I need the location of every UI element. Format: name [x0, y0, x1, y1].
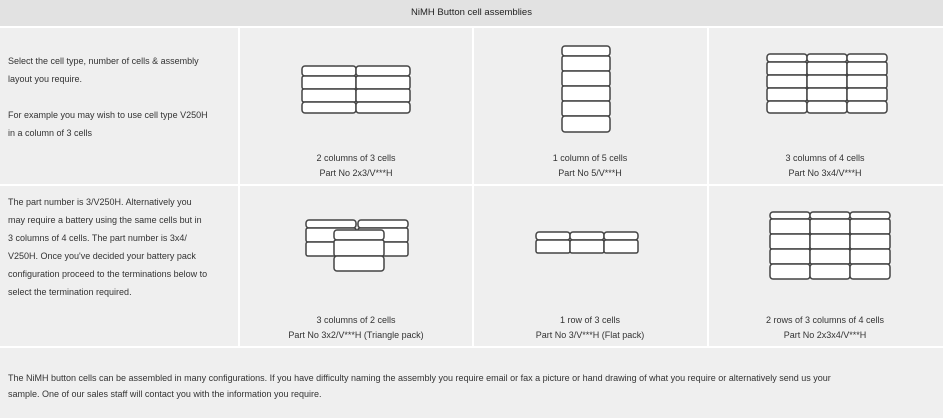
assembly-caption: 3 columns of 2 cells Part No 3x2/V***H (… — [241, 313, 471, 343]
footer-line: The NiMH button cells can be assembled i… — [8, 373, 831, 383]
intro-line: layout you require. — [8, 74, 83, 84]
detail-line: 3 columns of 4 cells. The part number is… — [8, 233, 187, 243]
footer-note: The NiMH button cells can be assembled i… — [8, 370, 933, 402]
detail-text: The part number is 3/V250H. Alternativel… — [8, 193, 236, 301]
battery-2x3-icon — [301, 65, 411, 114]
assembly-part-number: Part No 3/V***H (Flat pack) — [535, 330, 645, 340]
assembly-caption: 3 columns of 4 cells Part No 3x4/V***H — [710, 151, 940, 181]
assembly-caption: 2 columns of 3 cells Part No 2x3/V***H — [241, 151, 471, 181]
assembly-name: 2 columns of 3 cells — [316, 153, 396, 163]
assembly-part-number: Part No 3x4/V***H — [788, 168, 862, 178]
intro-text: Select the cell type, number of cells & … — [8, 52, 236, 142]
assembly-part-number: Part No 2x3/V***H — [319, 168, 393, 178]
detail-line: The part number is 3/V250H. Alternativel… — [8, 197, 192, 207]
assembly-name: 3 columns of 4 cells — [785, 153, 865, 163]
footer-line: sample. One of our sales staff will cont… — [8, 389, 322, 399]
assembly-part-number: Part No 3x2/V***H (Triangle pack) — [288, 330, 424, 340]
detail-line: select the termination required. — [8, 287, 132, 297]
assembly-part-number: Part No 2x3x4/V***H — [783, 330, 867, 340]
footer-cell — [0, 348, 943, 418]
assembly-part-number: Part No 5/V***H — [558, 168, 622, 178]
intro-line: in a column of 3 cells — [8, 128, 93, 138]
assembly-caption: 2 rows of 3 columns of 4 cells Part No 2… — [710, 313, 940, 343]
intro-line: Select the cell type, number of cells & … — [8, 56, 199, 66]
battery-2x3x4-icon — [769, 211, 891, 280]
battery-3x4-icon — [766, 53, 888, 114]
battery-flat-pack-icon — [535, 231, 639, 254]
intro-line: For example you may wish to use cell typ… — [8, 110, 208, 120]
assembly-name: 2 rows of 3 columns of 4 cells — [765, 315, 885, 325]
detail-line: may require a battery using the same cel… — [8, 215, 202, 225]
intro-cell — [0, 28, 238, 184]
detail-line: V250H. Once you've decided your battery … — [8, 251, 196, 261]
assembly-cell-flat — [474, 186, 707, 346]
battery-1x5-icon — [561, 45, 611, 133]
battery-triangle-pack-icon — [305, 219, 409, 272]
assembly-caption: 1 column of 5 cells Part No 5/V***H — [475, 151, 705, 181]
table-title: NiMH Button cell assemblies — [0, 0, 943, 26]
assembly-name: 1 row of 3 cells — [559, 315, 621, 325]
assembly-caption: 1 row of 3 cells Part No 3/V***H (Flat p… — [475, 313, 705, 343]
assembly-name: 3 columns of 2 cells — [316, 315, 396, 325]
detail-cell — [0, 186, 238, 346]
detail-line: configuration proceed to the termination… — [8, 269, 208, 279]
assembly-name: 1 column of 5 cells — [552, 153, 628, 163]
